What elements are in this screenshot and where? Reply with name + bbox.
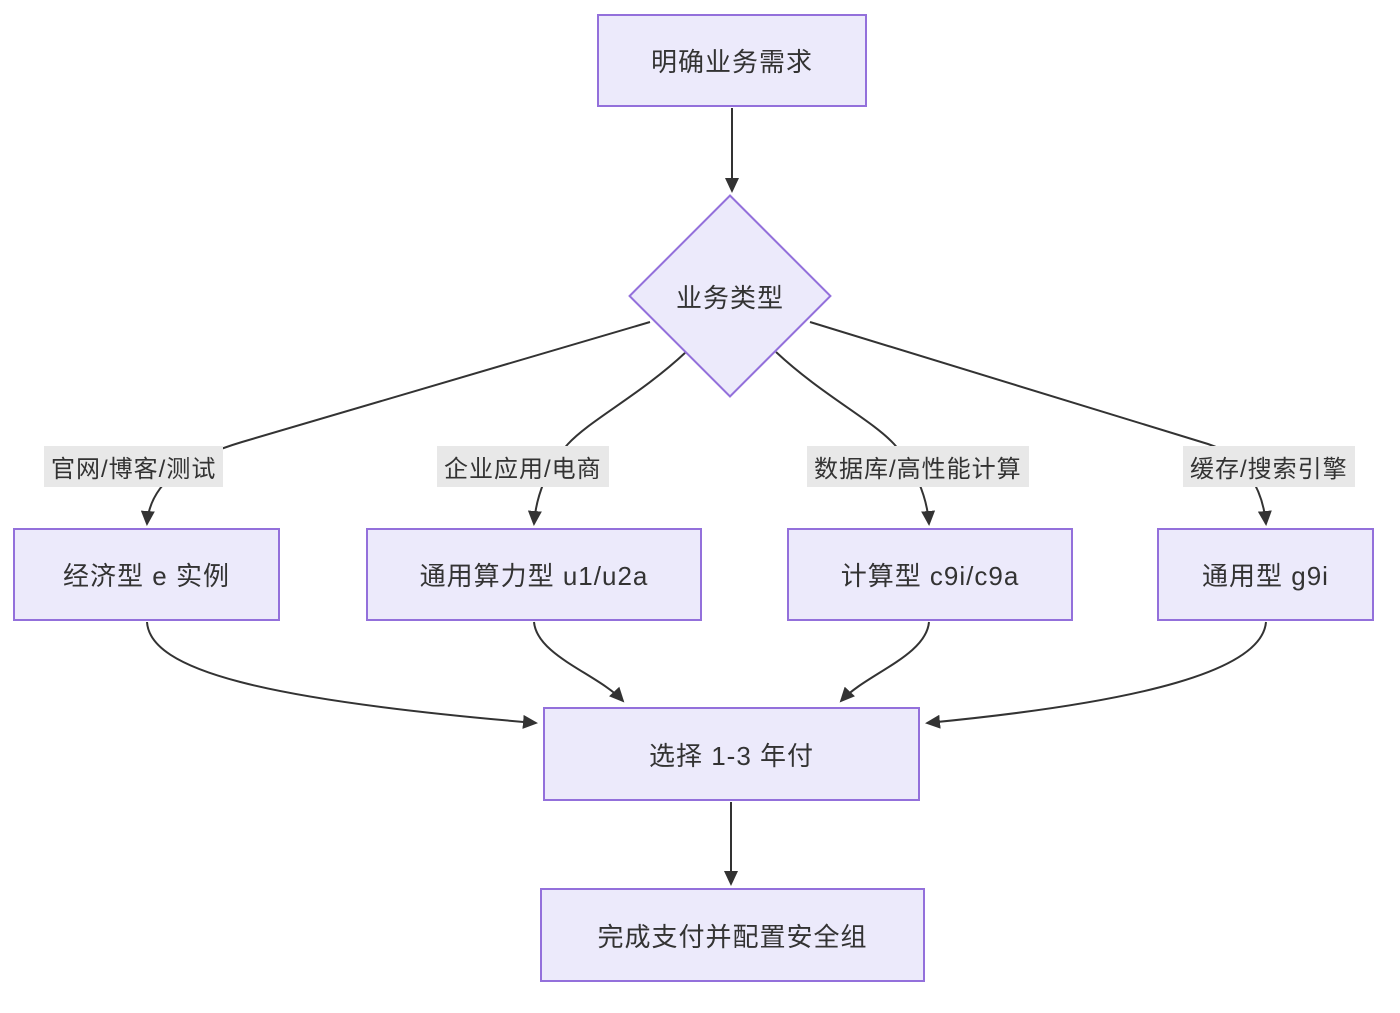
edge-label-enterprise: 企业应用/电商: [437, 446, 609, 487]
node-finish-label: 完成支付并配置安全组: [597, 921, 868, 952]
node-payment: 选择 1-3 年付: [543, 707, 920, 801]
node-start: 明确业务需求: [597, 14, 867, 107]
node-universal-label: 通用算力型 u1/u2a: [419, 561, 649, 591]
edge-label-cache: 缓存/搜索引擎: [1183, 446, 1355, 487]
node-economy: 经济型 e 实例: [13, 528, 280, 621]
node-universal: 通用算力型 u1/u2a: [366, 528, 702, 621]
edge-label-database: 数据库/高性能计算: [807, 446, 1029, 487]
node-payment-label: 选择 1-3 年付: [648, 740, 815, 771]
node-economy-label: 经济型 e 实例: [63, 561, 230, 591]
node-general: 通用型 g9i: [1157, 528, 1374, 621]
node-general-label: 通用型 g9i: [1202, 561, 1329, 591]
node-decision-label: 业务类型: [675, 282, 784, 313]
edge-decision-general: [809, 321, 1272, 526]
edge-general-payment: [925, 621, 1267, 729]
edge-label-web: 官网/博客/测试: [44, 446, 224, 487]
edge-universal-payment: [533, 621, 625, 703]
edge-economy-payment: [146, 621, 538, 729]
edge-compute-payment: [839, 621, 930, 703]
edge-decision-compute: [775, 351, 936, 526]
edge-label-web-text: 官网/博客/测试: [51, 456, 217, 483]
node-compute-label: 计算型 c9i/c9a: [840, 561, 1020, 591]
edge-decision-economy: [140, 321, 651, 526]
edge-label-enterprise-text: 企业应用/电商: [444, 456, 602, 483]
node-start-label: 明确业务需求: [650, 47, 813, 77]
node-decision: 业务类型: [628, 280, 832, 313]
node-finish: 完成支付并配置安全组: [540, 888, 925, 982]
edge-label-database-text: 数据库/高性能计算: [814, 456, 1022, 483]
edge-decision-universal: [527, 351, 687, 526]
edge-label-cache-text: 缓存/搜索引擎: [1190, 456, 1348, 483]
node-compute: 计算型 c9i/c9a: [787, 528, 1073, 621]
